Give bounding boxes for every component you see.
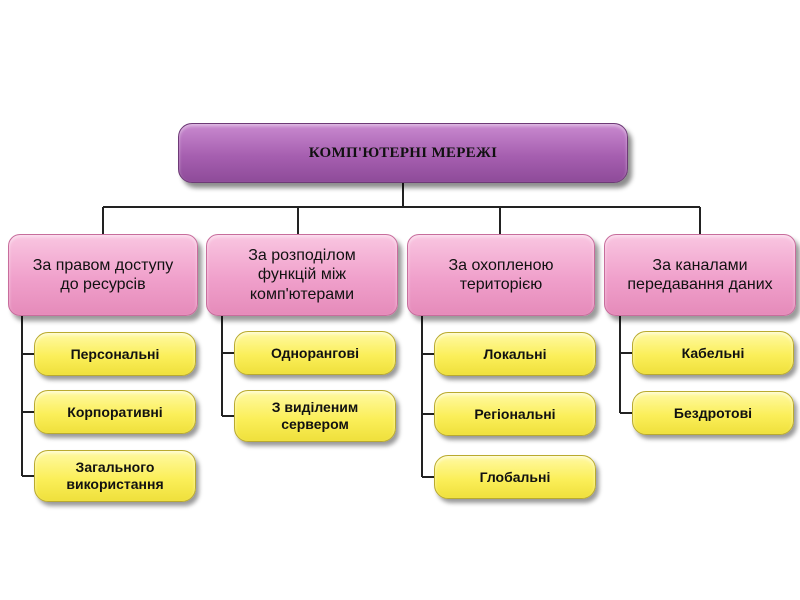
item-wireless: Бездротові xyxy=(632,391,794,435)
item-local: Локальні xyxy=(434,332,596,376)
item-regional: Регіональні xyxy=(434,392,596,436)
root-node: КОМП'ЮТЕРНІ МЕРЕЖІ xyxy=(178,123,628,183)
item-cable: Кабельні xyxy=(632,331,794,375)
item-peer-to-peer: Однорангові xyxy=(234,331,396,375)
category-function-distribution: За розподілом функцій між комп'ютерами xyxy=(206,234,398,316)
item-personal: Персональні xyxy=(34,332,196,376)
item-general-use: Загального використання xyxy=(34,450,196,502)
category-transmission-channels: За каналами передавання даних xyxy=(604,234,796,316)
category-access-rights: За правом доступу до ресурсів xyxy=(8,234,198,316)
item-dedicated-server: З виділеним сервером xyxy=(234,390,396,442)
item-global: Глобальні xyxy=(434,455,596,499)
category-territory: За охопленою територією xyxy=(407,234,595,316)
item-corporate: Корпоративні xyxy=(34,390,196,434)
